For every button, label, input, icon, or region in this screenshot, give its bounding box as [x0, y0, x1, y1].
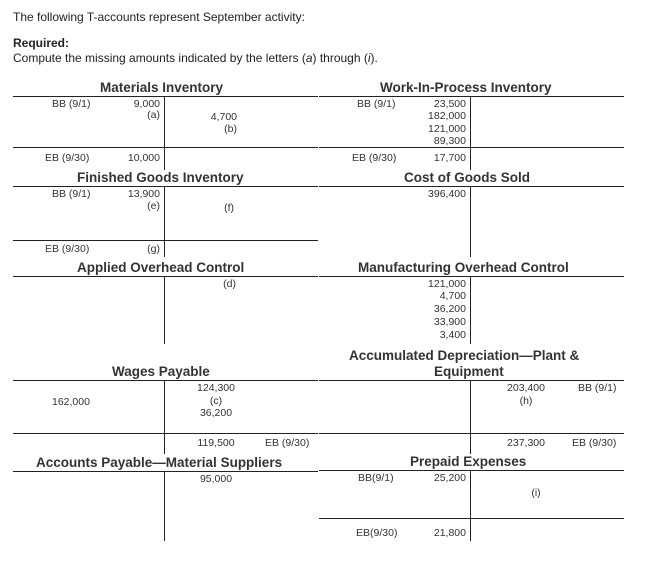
- ending-value: 21,800: [433, 527, 466, 539]
- account-title: Work-In-Process Inventory: [380, 80, 552, 95]
- bb-label: BB (9/1): [52, 98, 91, 110]
- eb-label: EB (9/30): [265, 437, 310, 449]
- ending-value: 119,500: [197, 437, 235, 449]
- t-center-line: [470, 96, 471, 170]
- t-top-line: [319, 470, 624, 471]
- t-balance-line: [13, 147, 318, 148]
- debit-value: (a): [147, 109, 160, 121]
- t-balance-line: [13, 240, 318, 241]
- account-title: Cost of Goods Sold: [404, 170, 530, 185]
- t-balance-line: [13, 433, 318, 434]
- credit-value: (d): [223, 278, 236, 290]
- t-center-line: [164, 96, 165, 170]
- required-text-start: Compute the missing amounts indicated by…: [13, 51, 306, 65]
- eb-label: EB (9/30): [45, 243, 90, 255]
- debit-value: 9,000: [133, 98, 160, 110]
- debit-value: 89,300: [433, 135, 466, 147]
- t-center-line: [470, 380, 471, 454]
- debit-value: 36,200: [433, 303, 466, 315]
- t-top-line: [319, 96, 624, 97]
- t-top-line: [319, 186, 624, 187]
- t-center-line: [164, 380, 165, 454]
- t-top-line: [13, 276, 318, 277]
- account-title-line2: Equipment: [434, 364, 504, 379]
- credit-value: (c): [209, 395, 223, 407]
- debit-value: 23,500: [433, 98, 466, 110]
- debit-value: 3,400: [439, 329, 466, 341]
- credit-value: (i): [531, 487, 541, 499]
- ending-value: (g): [147, 243, 160, 255]
- debit-value: 33,900: [433, 316, 466, 328]
- bb-label: BB (9/1): [52, 188, 91, 200]
- t-center-line: [164, 471, 165, 541]
- debit-value: 162,000: [52, 396, 90, 408]
- bb-label: BB (9/1): [578, 382, 617, 394]
- credit-value: (h): [519, 395, 533, 407]
- eb-label: EB(9/30): [356, 527, 398, 539]
- eb-label: EB (9/30): [45, 152, 90, 164]
- credit-value: 203,400: [507, 382, 545, 394]
- credit-value: 4,700: [210, 111, 237, 123]
- t-balance-line: [319, 147, 624, 148]
- t-top-line: [13, 380, 318, 381]
- bb-label: BB(9/1): [358, 472, 394, 484]
- required-letter-a: a: [305, 51, 313, 65]
- required-letter-i: i: [367, 51, 371, 65]
- debit-value: 25,200: [433, 472, 466, 484]
- debit-value: 4,700: [439, 290, 466, 302]
- eb-label: EB (9/30): [572, 437, 617, 449]
- credit-value: (b): [224, 123, 237, 135]
- required-text-mid: ) through (: [312, 51, 368, 65]
- credit-value: 95,000: [199, 473, 233, 485]
- eb-label: EB (9/30): [352, 152, 397, 164]
- required-text-end: ).: [370, 51, 378, 65]
- account-title: Manufacturing Overhead Control: [358, 260, 569, 275]
- account-title: Prepaid Expenses: [410, 454, 527, 469]
- credit-value: (f): [224, 202, 234, 214]
- ending-value: 17,700: [433, 152, 466, 164]
- ending-value: 10,000: [127, 152, 160, 164]
- debit-value: 182,000: [428, 110, 466, 122]
- t-top-line: [13, 96, 318, 97]
- debit-value: (e): [147, 200, 160, 212]
- debit-value: 13,900: [127, 188, 160, 200]
- t-balance-line: [319, 518, 624, 519]
- account-title: Applied Overhead Control: [77, 260, 245, 275]
- t-top-line: [13, 471, 318, 472]
- required-label: Required:: [13, 36, 70, 50]
- t-center-line: [470, 186, 471, 257]
- t-top-line: [13, 186, 318, 187]
- t-center-line: [164, 186, 165, 257]
- t-center-line: [470, 470, 471, 541]
- t-center-line: [164, 276, 165, 344]
- t-top-line: [319, 276, 624, 277]
- account-title: Materials Inventory: [100, 80, 224, 95]
- t-center-line: [470, 276, 471, 344]
- account-title: Accounts Payable—Material Suppliers: [36, 455, 283, 470]
- t-top-line: [319, 380, 624, 381]
- bb-label: BB (9/1): [357, 98, 396, 110]
- ending-value: 237,300: [507, 437, 545, 449]
- credit-value: 124,300: [197, 382, 235, 394]
- credit-value: 36,200: [199, 407, 233, 419]
- t-balance-line: [319, 433, 624, 434]
- account-title: Wages Payable: [112, 364, 210, 379]
- intro-text: The following T-accounts represent Septe…: [13, 10, 305, 24]
- required-text: Compute the missing amounts indicated by…: [13, 51, 378, 65]
- debit-value: 121,000: [428, 123, 466, 135]
- debit-value: 396,400: [428, 188, 466, 200]
- debit-value: 121,000: [428, 278, 466, 290]
- account-title-line1: Accumulated Depreciation—Plant &: [349, 348, 580, 363]
- account-title: Finished Goods Inventory: [77, 170, 244, 185]
